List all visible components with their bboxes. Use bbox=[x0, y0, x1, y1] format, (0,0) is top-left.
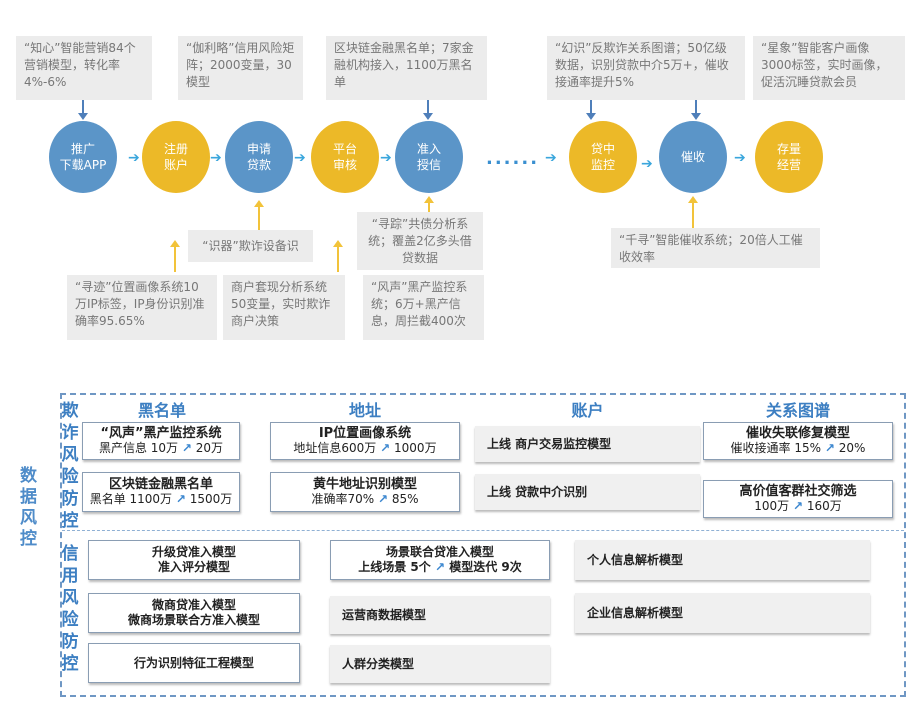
card-scalper-address: 黄牛地址识别模型准确率70% ↗ 85% bbox=[270, 472, 460, 512]
arrow-up-icon bbox=[170, 240, 180, 247]
arrow-right-icon: ➔ bbox=[545, 150, 557, 166]
trend-up-icon: ↗ bbox=[175, 492, 186, 506]
side-label-data-risk: 数据风控 bbox=[20, 466, 37, 549]
arrow-right-icon: ➔ bbox=[734, 150, 746, 166]
arrow-down-icon bbox=[586, 113, 596, 120]
connector bbox=[692, 202, 694, 228]
stage-review: 平台 审核 bbox=[311, 121, 379, 193]
note-huanshi: “幻识”反欺诈关系图谱；50亿级数据，识别贷款中介5万+，催收接通率提升5% bbox=[547, 36, 745, 100]
ellipsis: ...... bbox=[486, 148, 540, 169]
stage-register: 注册 账户 bbox=[142, 121, 210, 193]
note-fengsheng: “风声”黑产监控系统；6万+黑产信息，周拦截400次 bbox=[363, 275, 484, 340]
card-enterprise-info: 企业信息解析模型 bbox=[575, 593, 870, 633]
card-behavior-feature: 行为识别特征工程模型 bbox=[88, 643, 300, 683]
card-crowd-classification: 人群分类模型 bbox=[330, 645, 550, 683]
card-wechat-merchant-loan: 微商贷准入模型微商场景联合方准入模型 bbox=[88, 593, 300, 633]
card-collection-repair: 催收失联修复模型催收接通率 15% ↗ 20% bbox=[703, 422, 893, 460]
col-head-account: 账户 bbox=[571, 401, 604, 420]
arrow-right-icon: ➔ bbox=[641, 156, 653, 172]
arrow-right-icon: ➔ bbox=[210, 150, 222, 166]
card-blockchain-blacklist: 区块链金融黑名单黑名单 1100万 ↗ 1500万 bbox=[82, 472, 240, 512]
stage-apply: 申请 贷款 bbox=[225, 121, 293, 193]
arrow-down-icon bbox=[78, 113, 88, 120]
connector bbox=[337, 246, 339, 272]
connector bbox=[258, 206, 260, 230]
card-personal-info: 个人信息解析模型 bbox=[575, 540, 870, 580]
connector bbox=[590, 100, 592, 114]
connector bbox=[428, 202, 430, 212]
card-merchant-monitor: 上线 商户交易监控模型 bbox=[475, 426, 700, 462]
connector bbox=[427, 100, 429, 114]
stage-credit: 准入 授信 bbox=[395, 121, 463, 193]
card-loan-agent: 上线 贷款中介识别 bbox=[475, 474, 700, 510]
trend-up-icon: ↗ bbox=[377, 492, 389, 506]
arrow-right-icon: ➔ bbox=[128, 150, 140, 166]
arrow-right-icon: ➔ bbox=[294, 150, 306, 166]
connector bbox=[174, 246, 176, 272]
trend-up-icon: ↗ bbox=[824, 441, 835, 455]
risk-panel bbox=[60, 393, 906, 697]
trend-up-icon: ↗ bbox=[434, 560, 446, 574]
note-xingxiang: “星象”智能客户画像3000标签，实时画像，促活沉睡贷款会员 bbox=[753, 36, 905, 100]
card-fengsheng: “风声”黑产监控系统黑产信息 10万 ↗ 20万 bbox=[82, 422, 240, 460]
arrow-down-icon bbox=[691, 113, 701, 120]
arrow-up-icon bbox=[333, 240, 343, 247]
fraud-label: 欺诈风险防控 bbox=[61, 401, 79, 531]
card-carrier-data: 运营商数据模型 bbox=[330, 596, 550, 634]
trend-up-icon: ↗ bbox=[181, 441, 192, 455]
connector bbox=[695, 100, 697, 114]
card-upgrade-loan: 升级贷准入模型准入评分模型 bbox=[88, 540, 300, 580]
card-scene-joint-loan: 场景联合贷准入模型上线场景 5个 ↗ 模型迭代 9次 bbox=[330, 540, 550, 580]
arrow-down-icon bbox=[423, 113, 433, 120]
note-zhixin: “知心”智能营销84个营销模型，转化率4%-6% bbox=[16, 36, 152, 100]
stage-stock: 存量 经营 bbox=[755, 121, 823, 193]
arrow-right-icon: ➔ bbox=[380, 150, 392, 166]
divider bbox=[62, 530, 904, 531]
trend-up-icon: ↗ bbox=[792, 499, 804, 513]
col-head-address: 地址 bbox=[348, 401, 381, 420]
arrow-up-icon bbox=[424, 196, 434, 203]
trend-up-icon: ↗ bbox=[380, 441, 391, 455]
note-xunzong: “寻踪”共债分析系统；覆盖2亿多头借贷数据 bbox=[357, 212, 483, 270]
arrow-up-icon bbox=[254, 200, 264, 207]
card-ip-location: IP位置画像系统地址信息600万 ↗ 1000万 bbox=[270, 422, 460, 460]
stage-collection: 催收 bbox=[659, 121, 727, 193]
note-galileo: “伽利略”信用风险矩阵；2000变量，30模型 bbox=[178, 36, 303, 100]
note-taoxian: 商户套现分析系统50变量，实时欺诈商户决策 bbox=[223, 275, 345, 340]
stage-promote: 推广 下载APP bbox=[49, 121, 117, 193]
connector bbox=[82, 100, 84, 114]
col-head-graph: 关系图谱 bbox=[765, 401, 830, 420]
arrow-up-icon bbox=[688, 196, 698, 203]
note-blockchain: 区块链金融黑名单；7家金融机构接入，1100万黑名单 bbox=[326, 36, 487, 100]
note-shiqi: “识器”欺诈设备识 bbox=[188, 230, 313, 262]
col-head-blacklist: 黑名单 bbox=[137, 401, 186, 420]
credit-label: 信用风险防控 bbox=[61, 544, 79, 674]
note-xunji: “寻迹”位置画像系统10万IP标签，IP身份识别准确率95.65% bbox=[67, 275, 217, 340]
note-qianxun: “千寻”智能催收系统；20倍人工催收效率 bbox=[611, 228, 820, 268]
stage-monitor: 贷中 监控 bbox=[569, 121, 637, 193]
